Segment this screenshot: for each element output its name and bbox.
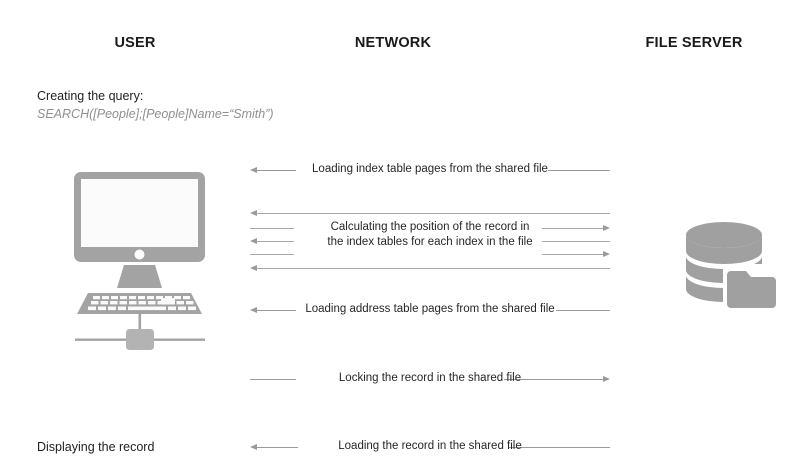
arrowhead-left-icon <box>250 166 257 173</box>
column-header-file-server: FILE SERVER <box>645 35 743 51</box>
arrowhead-right-icon <box>603 250 610 257</box>
line-segment-right <box>542 241 610 242</box>
note-displaying-the-record: Displaying the record <box>37 440 155 454</box>
message-label: Locking the record in the shared file <box>338 372 522 384</box>
line-segment-full <box>256 268 610 269</box>
monitor-indicator-dot <box>134 249 145 260</box>
line-segment-left <box>250 379 296 380</box>
database-file-server-icon <box>686 222 777 315</box>
message-label: Loading address table pages from the sha… <box>305 303 555 315</box>
database-band-1 <box>686 235 762 264</box>
line-segment-right <box>504 379 603 380</box>
folder-shape <box>727 271 776 308</box>
desktop-computer-icon <box>74 172 205 350</box>
note-creating-the-query: Creating the query: <box>37 89 144 103</box>
arrowhead-left-icon <box>250 237 257 244</box>
column-header-network: NETWORK <box>354 35 432 51</box>
keyboard-keys <box>88 296 196 311</box>
arrowhead-left-icon <box>250 443 257 450</box>
arrowhead-left-icon <box>250 264 257 271</box>
line-segment-left <box>256 241 294 242</box>
message-label-block: Calculating the position of the record i… <box>327 220 532 249</box>
message-label-line-2: the index tables for each index in the f… <box>327 235 533 248</box>
line-segment-left <box>250 228 294 229</box>
arrowhead-right-icon <box>603 375 610 382</box>
monitor-stand <box>117 265 162 288</box>
message-label: Loading the record in the shared file <box>338 440 522 452</box>
note-query-expression: SEARCH([People];[People]Name=“Smith”) <box>37 107 274 121</box>
line-segment-right <box>548 170 610 171</box>
line-segment-right <box>509 447 610 448</box>
line-segment-left <box>256 447 298 448</box>
line-segment-right <box>542 228 603 229</box>
line-segment-left <box>250 254 294 255</box>
arrowhead-left-icon <box>250 306 257 313</box>
line-segment-left <box>256 310 296 311</box>
arrowhead-left-icon <box>250 209 257 216</box>
line-segment-full <box>256 213 610 214</box>
network-connector-box <box>126 329 154 350</box>
column-header-user: USER <box>114 35 156 51</box>
monitor-screen <box>81 179 198 247</box>
message-label: Loading index table pages from the share… <box>312 163 548 175</box>
line-segment-right <box>542 254 603 255</box>
database-top-ellipse <box>686 222 762 248</box>
message-label-line-1: Calculating the position of the record i… <box>330 221 530 233</box>
line-segment-right <box>556 310 610 311</box>
arrowhead-right-icon <box>603 224 610 231</box>
line-segment-left <box>256 170 296 171</box>
